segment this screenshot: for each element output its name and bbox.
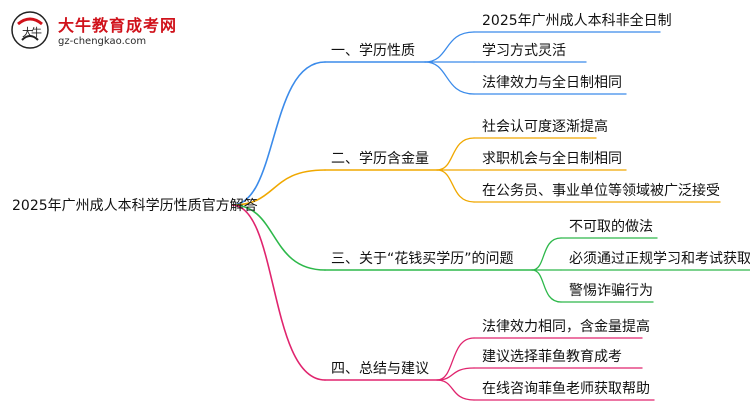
bull-logo-icon: 大 牛 xyxy=(11,11,49,49)
leaf-label: 在线咨询菲鱼老师获取帮助 xyxy=(482,381,650,397)
root-to-branch-connector xyxy=(231,204,326,381)
svg-text:牛: 牛 xyxy=(31,25,42,39)
leaf-label: 法律效力相同，含金量提高 xyxy=(482,319,650,335)
branch-to-leaf-connector xyxy=(531,269,562,303)
branch-to-leaf-connector xyxy=(436,169,475,203)
root-to-branch-connector xyxy=(231,61,326,206)
brand-url: gz-chengkao.com xyxy=(58,36,147,47)
brand-logo: 大 牛 大牛教育成考网 gz-chengkao.com xyxy=(6,6,176,56)
leaf-label: 学习方式灵活 xyxy=(482,43,566,59)
root-to-branch-connector xyxy=(231,204,326,271)
svg-text:大: 大 xyxy=(22,25,33,39)
leaf-label: 必须通过正规学习和考试获取 xyxy=(569,251,750,267)
branch-to-leaf-connector xyxy=(531,237,562,271)
branch-to-leaf-connector xyxy=(424,61,475,95)
root-node-label: 2025年广州成人本科学历性质官方解答 xyxy=(12,198,258,214)
branch-to-leaf-connector xyxy=(436,367,475,381)
branch-to-leaf-connector xyxy=(436,137,475,171)
branch-to-leaf-connector xyxy=(436,337,475,381)
leaf-label: 警惕诈骗行为 xyxy=(569,283,653,299)
branch-to-leaf-connector xyxy=(436,379,475,401)
brand-name: 大牛教育成考网 xyxy=(58,16,178,35)
leaf-label: 法律效力与全日制相同 xyxy=(482,75,622,91)
leaf-label: 不可取的做法 xyxy=(569,219,653,235)
leaf-label: 2025年广州成人本科非全日制 xyxy=(482,13,672,29)
branch-label: 二、学历含金量 xyxy=(331,151,429,167)
leaf-label: 求职机会与全日制相同 xyxy=(482,151,622,167)
leaf-label: 社会认可度逐渐提高 xyxy=(482,119,608,135)
branch-to-leaf-connector xyxy=(424,31,475,63)
leaf-label: 建议选择菲鱼教育成考 xyxy=(482,349,622,365)
branch-label: 四、总结与建议 xyxy=(331,361,429,377)
branch-label: 一、学历性质 xyxy=(331,43,415,59)
root-to-branch-connector xyxy=(231,169,326,206)
leaf-label: 在公务员、事业单位等领域被广泛接受 xyxy=(482,183,720,199)
branch-label: 三、关于“花钱买学历”的问题 xyxy=(331,251,514,267)
